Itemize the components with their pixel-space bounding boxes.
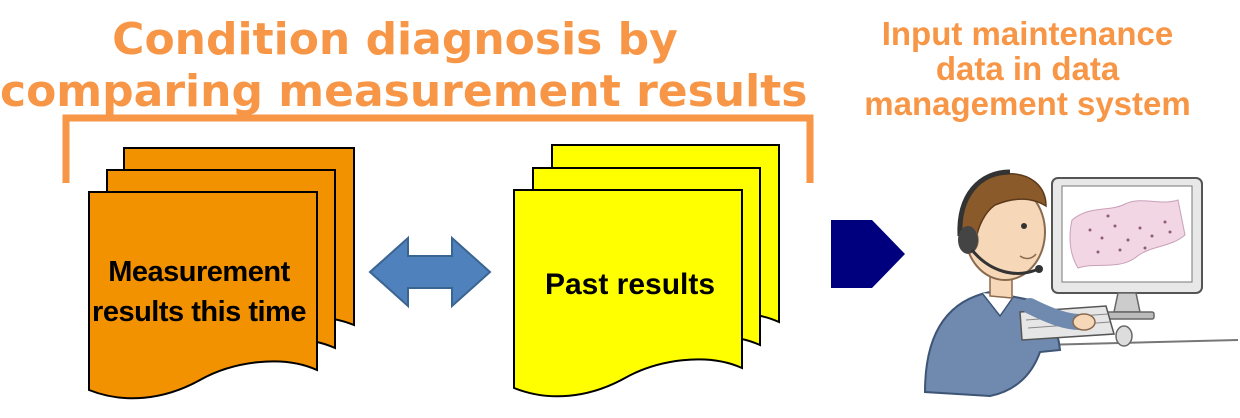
side-title-line-1: Input maintenance [881, 15, 1174, 52]
group-bracket [62, 114, 814, 183]
past-page-front [513, 189, 743, 398]
past-document-stack [513, 144, 780, 398]
measurement-document-stack [88, 147, 355, 400]
measurement-label-line-1: Measurement [108, 256, 290, 288]
double-arrow-icon [368, 235, 492, 309]
main-title-line-1: Condition diagnosis by [112, 14, 678, 65]
operator-at-computer-icon [923, 169, 1239, 398]
side-title-line-3: management system [864, 85, 1191, 122]
main-title-line-2: comparing measurement results [0, 66, 808, 117]
measurement-page-front [88, 191, 318, 400]
side-title: Input maintenance data in data managemen… [820, 16, 1235, 121]
pentagon-arrow-icon [831, 220, 905, 288]
side-title-line-2: data in data [935, 50, 1120, 87]
past-document-label: Past results [544, 268, 716, 301]
main-title: Condition diagnosis by comparing measure… [0, 14, 808, 118]
measurement-document-label: Measurement results this time [60, 252, 338, 332]
measurement-label-line-2: results this time [92, 296, 306, 328]
